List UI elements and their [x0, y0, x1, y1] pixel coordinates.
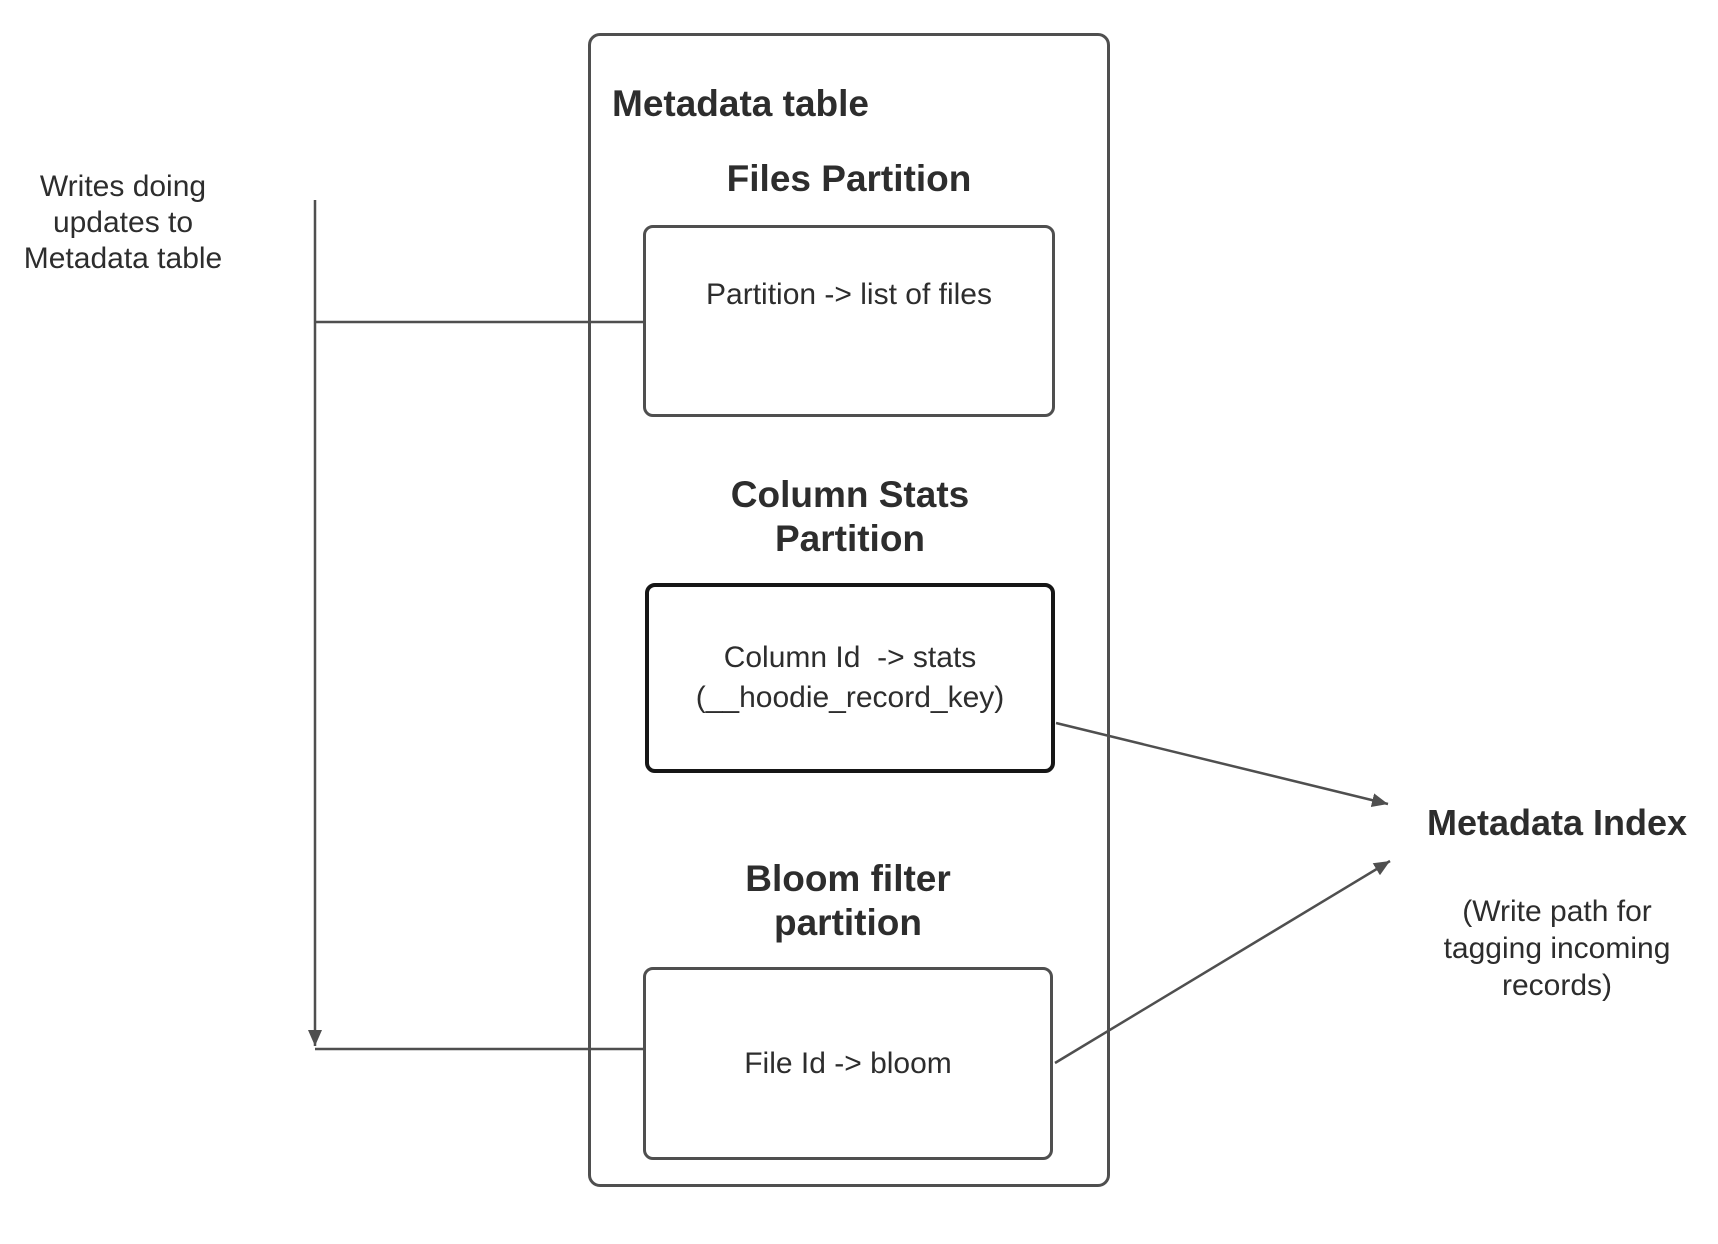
writes-note: Writes doing updates to Metadata table: [23, 170, 223, 275]
column-stats-partition-label: Column Id -> stats (__hoodie_record_key): [695, 641, 1005, 714]
bloom-filter-partition-label: File Id -> bloom: [744, 1046, 952, 1080]
metadata-table-title: Metadata table: [612, 83, 870, 124]
metadata-index-title: Metadata Index: [1426, 802, 1688, 843]
files-partition-box: Partition -> list of files: [643, 225, 1055, 417]
column-stats-partition-box: Column Id -> stats (__hoodie_record_key): [645, 583, 1055, 773]
metadata-table-box: [588, 33, 1110, 1187]
bloom-filter-partition-heading: Bloom filter partition: [745, 858, 951, 943]
metadata-index-subtitle: (Write path for tagging incoming records…: [1443, 895, 1671, 1002]
bloom-filter-partition-box: File Id -> bloom: [643, 967, 1053, 1160]
column-stats-partition-heading: Column Stats Partition: [730, 474, 970, 559]
files-partition-heading: Files Partition: [726, 158, 972, 199]
files-partition-label: Partition -> list of files: [706, 278, 992, 311]
